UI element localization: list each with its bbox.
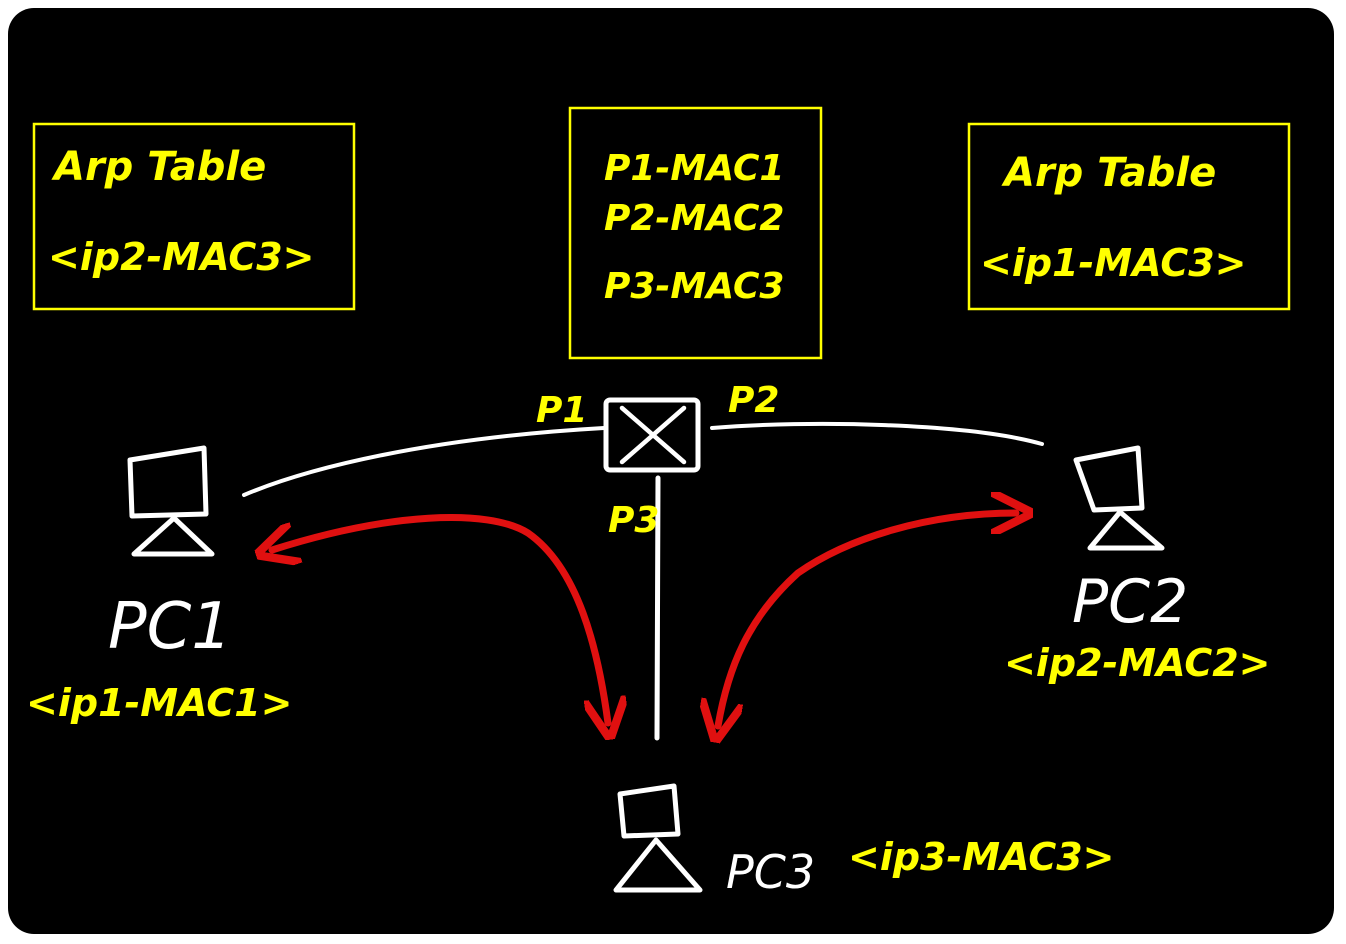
blackboard: Arp Table <ip2-MAC3> P1-MAC1 P2-MAC2 P3-…	[8, 8, 1334, 934]
mac-table: P1-MAC1 P2-MAC2 P3-MAC3	[568, 106, 823, 360]
arp-table-right: Arp Table <ip1-MAC3>	[967, 122, 1291, 311]
mac-table-row-3: P3-MAC3	[604, 266, 784, 307]
arp-table-left-box	[32, 122, 356, 311]
arp-table-left-title: Arp Table	[51, 144, 266, 190]
link-switch-pc3	[654, 475, 661, 741]
mac-table-box	[568, 106, 823, 360]
switch-port-p1: P1	[536, 390, 587, 431]
pc1-label: PC1	[108, 590, 232, 664]
arrow-pc1-pc3	[272, 514, 608, 723]
arrow-pc2-pc3	[718, 513, 1016, 726]
mac-table-row-2: P2-MAC2	[604, 198, 784, 239]
switch-port-p3: P3	[608, 500, 659, 541]
link-pc1-switch	[242, 426, 606, 497]
arp-table-right-entry: <ip1-MAC3>	[980, 241, 1247, 285]
pc2-address: <ip2-MAC2>	[1004, 641, 1271, 685]
pc2-label: PC2	[1072, 567, 1188, 637]
switch-icon	[603, 397, 701, 473]
arp-table-left: Arp Table <ip2-MAC3>	[32, 122, 356, 311]
link-switch-pc2	[710, 421, 1044, 446]
pc1-address: <ip1-MAC1>	[26, 681, 293, 725]
arp-table-right-box	[967, 122, 1291, 311]
arp-table-right-title: Arp Table	[1001, 150, 1216, 196]
pc3-address: <ip3-MAC3>	[848, 835, 1115, 879]
arp-table-left-entry: <ip2-MAC3>	[48, 235, 315, 279]
switch-port-p2: P2	[728, 380, 779, 421]
mac-table-row-1: P1-MAC1	[604, 148, 784, 189]
pc1-computer-icon	[127, 445, 215, 557]
pc3-computer-icon	[613, 783, 703, 893]
pc2-computer-icon	[1073, 445, 1165, 551]
pc3-label: PC3	[726, 845, 815, 899]
network-diagram: Arp Table <ip2-MAC3> P1-MAC1 P2-MAC2 P3-…	[26, 106, 1291, 899]
